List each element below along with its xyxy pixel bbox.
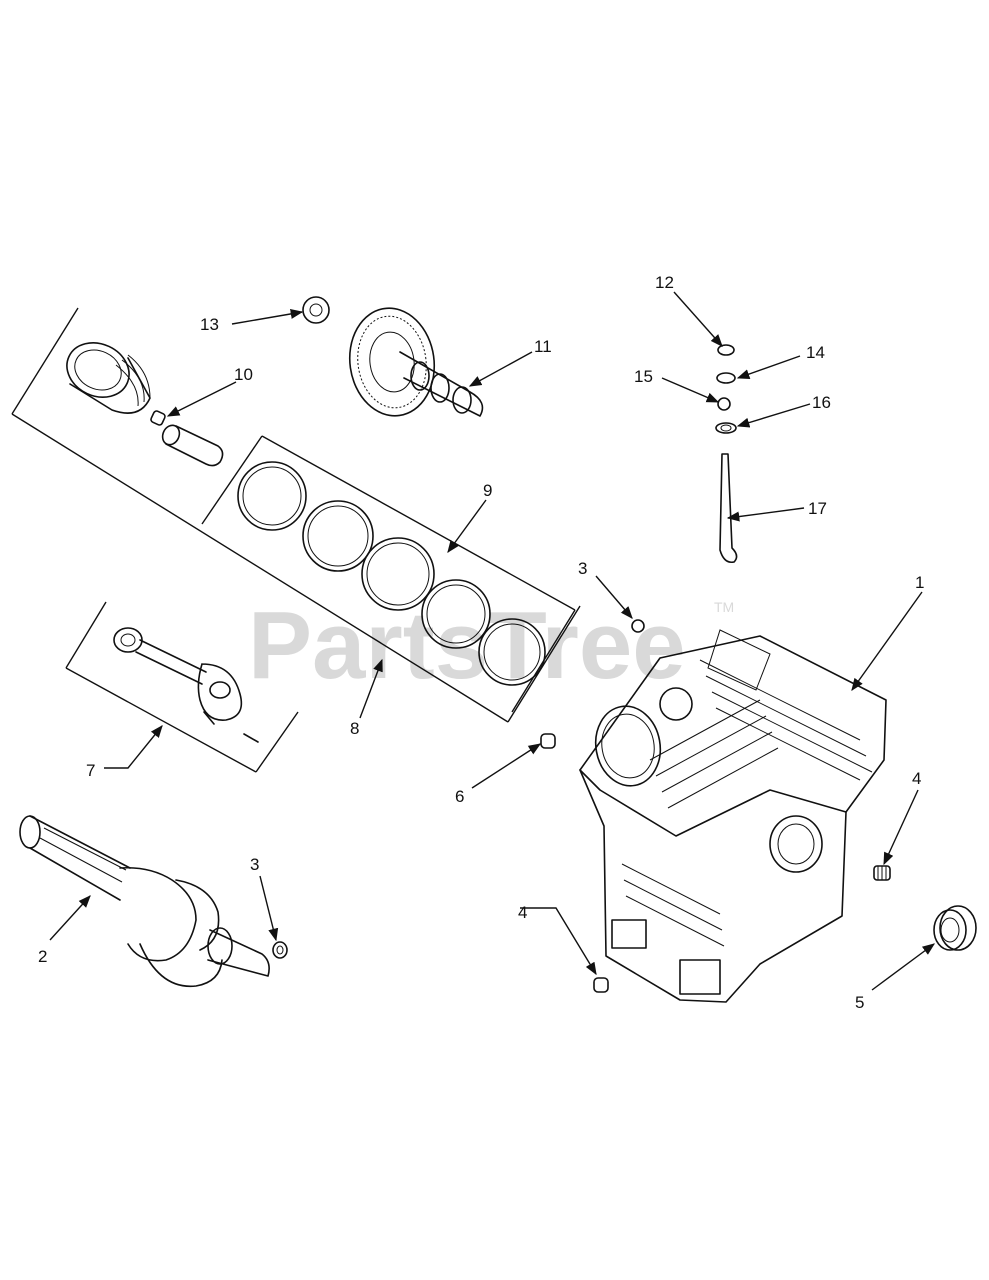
callout-4-bottom: 4 [518, 903, 527, 922]
fitting-4-bottom [593, 977, 609, 993]
governor-parts [715, 344, 738, 564]
watermark-tm: TM [714, 599, 734, 615]
oil-seal-5 [933, 905, 977, 951]
camshaft [348, 307, 484, 417]
callout-7: 7 [86, 761, 95, 780]
piston-rings [237, 461, 546, 686]
plug-3-right [631, 619, 645, 633]
callout-11: 11 [534, 337, 552, 356]
callout-5: 5 [855, 993, 864, 1012]
leader-lines [49, 291, 936, 991]
piston [66, 342, 151, 414]
callout-12: 12 [655, 273, 674, 292]
washer-13 [302, 296, 330, 324]
callout-4-right: 4 [912, 769, 921, 788]
callout-16: 16 [812, 393, 831, 412]
callout-10: 10 [234, 365, 253, 384]
callout-13: 13 [200, 315, 219, 334]
callout-14: 14 [806, 343, 825, 362]
callout-6: 6 [455, 787, 464, 806]
callout-3-right: 3 [578, 559, 587, 578]
wrist-pin [150, 410, 224, 467]
connecting-rod [113, 627, 259, 743]
fitting-4-right [873, 865, 891, 881]
callout-3-left: 3 [250, 855, 259, 874]
callout-15: 15 [634, 367, 653, 386]
callout-2: 2 [38, 947, 47, 966]
callout-9: 9 [483, 481, 492, 500]
crankshaft [19, 815, 270, 988]
plug-3-left [272, 941, 288, 959]
watermark: PartsTree TM [248, 592, 734, 699]
piston-kit-frame [11, 307, 581, 723]
dowel-6 [540, 733, 556, 749]
connecting-rod-frame [65, 601, 299, 773]
engine-block [579, 629, 887, 1003]
callout-8: 8 [350, 719, 359, 738]
callout-labels: 1 2 3 3 4 4 5 6 7 8 9 10 11 12 13 14 15 … [38, 273, 924, 1012]
callout-1: 1 [915, 573, 924, 592]
callout-17: 17 [808, 499, 827, 518]
